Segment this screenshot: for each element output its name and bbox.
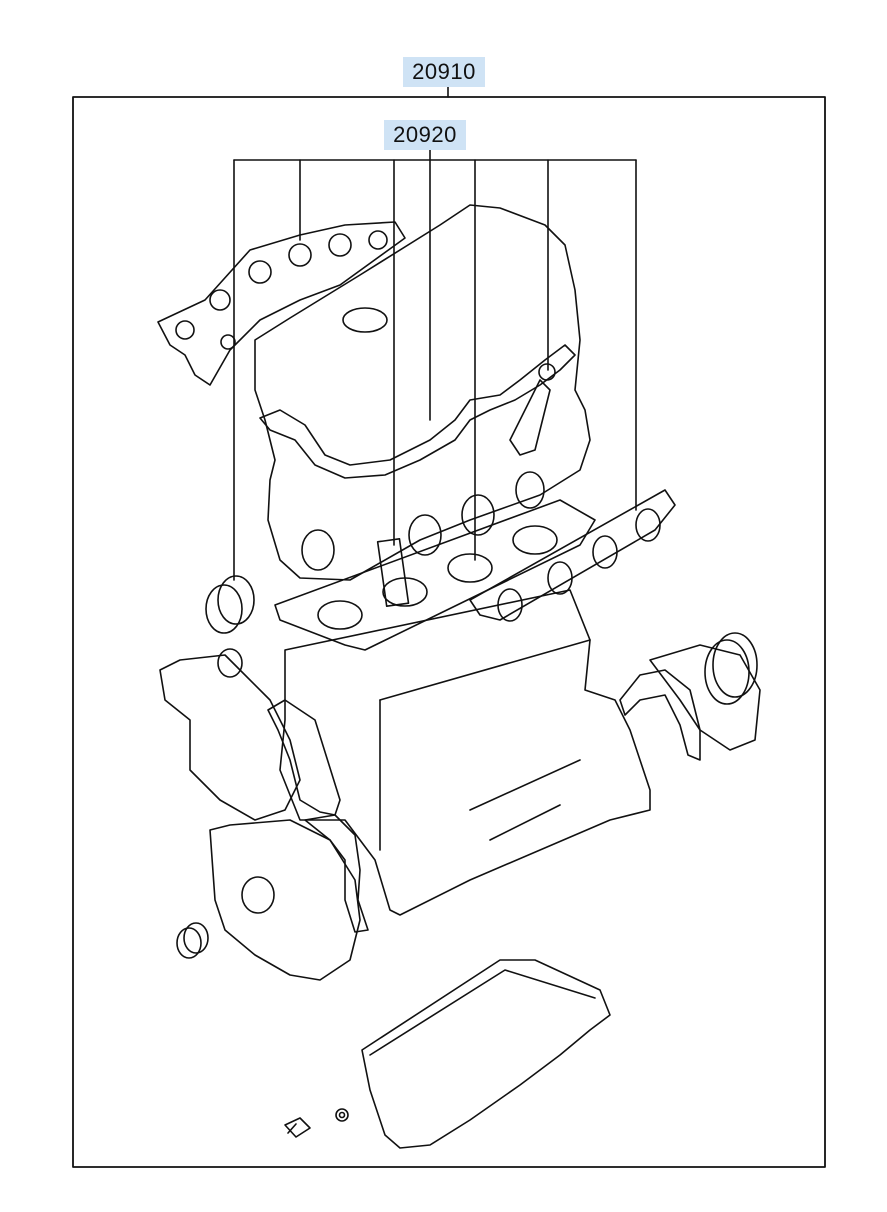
rear-oil-seal <box>705 633 757 704</box>
crankshaft-front-seal <box>206 576 254 633</box>
rear-seal-housing-gasket <box>620 670 700 760</box>
rocker-cover-gasket <box>260 345 575 478</box>
camshaft-seal <box>177 923 208 958</box>
cylinder-block <box>280 590 650 915</box>
callout-20920[interactable]: 20920 <box>384 120 466 150</box>
water-pump-gasket <box>268 700 340 815</box>
callout-20910[interactable]: 20910 <box>403 57 485 87</box>
valve <box>510 364 555 455</box>
kit-frame <box>73 97 825 1167</box>
water-pump <box>160 649 300 820</box>
drain-plug <box>285 1118 310 1137</box>
drain-plug-washer <box>336 1109 348 1121</box>
intake-manifold-gasket <box>158 222 405 385</box>
cylinder-head <box>255 205 590 580</box>
exhaust-manifold-gasket <box>470 490 675 621</box>
rear-seal-housing <box>650 645 760 750</box>
timing-cover <box>210 820 360 980</box>
leader-bracket-20920 <box>234 150 636 580</box>
cylinder-head-gasket <box>275 500 595 650</box>
oil-pan <box>362 960 610 1148</box>
timing-cover-gasket <box>305 815 368 932</box>
